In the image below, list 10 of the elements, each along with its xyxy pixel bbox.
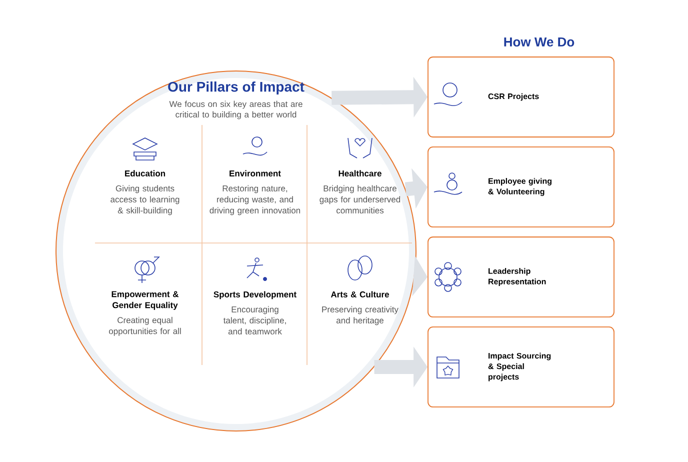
item-box: CSR Projects: [428, 56, 614, 138]
pillar-text: Environment Restoring nature, reducing waste, and driving green innovation: [210, 170, 300, 216]
pillar-text: Education Giving students access to learning & skill-building: [110, 170, 180, 216]
item-box: Impact Sourcing & Special projects: [428, 326, 614, 408]
item-box: Employee giving & Volunteering: [428, 146, 614, 228]
pillar-text: Sports Development Encouraging talent, discipline, and teamwork: [214, 291, 296, 334]
pillar-text: Empowerment & Gender Equality Creating equal opportunities for all: [108, 291, 181, 336]
pillar-text: Healthcare Bridging healthcare gaps for underserved communities: [320, 170, 400, 214]
item-box: Leadership Representation: [428, 236, 614, 318]
pillar-text: Arts & Culture Preserving creativity and heritage: [322, 291, 398, 326]
